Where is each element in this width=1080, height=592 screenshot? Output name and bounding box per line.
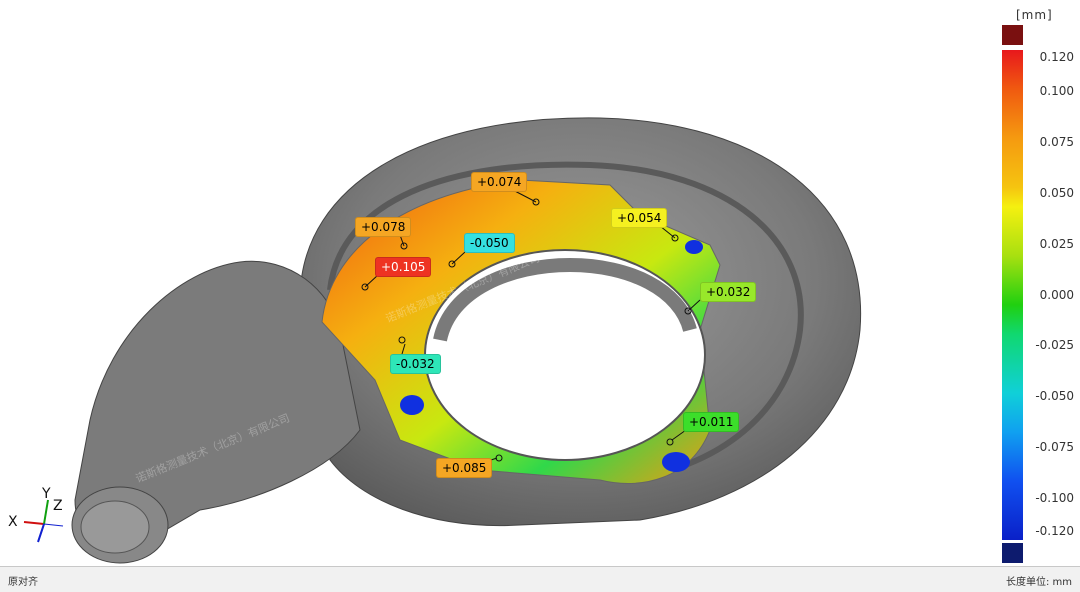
axis-x-label: X: [8, 514, 18, 530]
axis-z-label: Z: [53, 498, 63, 514]
legend-tick: 0.075: [1039, 135, 1074, 149]
legend-tick: 0.000: [1039, 288, 1074, 302]
deviation-label[interactable]: -0.050: [464, 233, 515, 253]
leader-lines: [361, 188, 701, 463]
legend-unit: [mm]: [1016, 8, 1053, 22]
status-bar: 原对齐 长度单位: mm: [0, 566, 1080, 592]
deviation-label[interactable]: +0.105: [375, 257, 432, 277]
legend-tick: -0.050: [1035, 389, 1074, 403]
legend-overflow-low: [1002, 543, 1023, 563]
part-model: [71, 117, 862, 564]
hole-blue-3: [685, 240, 703, 254]
legend-tick: 0.050: [1039, 186, 1074, 200]
deviation-label[interactable]: +0.085: [436, 458, 493, 478]
deviation-label[interactable]: +0.074: [471, 172, 528, 192]
axis-triad: X Y Z: [8, 486, 78, 546]
legend-tick: -0.075: [1035, 440, 1074, 454]
legend-tick: -0.025: [1035, 338, 1074, 352]
deviation-label[interactable]: +0.078: [355, 217, 412, 237]
hole-blue-2: [662, 452, 690, 472]
deviation-label[interactable]: +0.011: [683, 412, 740, 432]
legend-tick: 0.120: [1039, 50, 1074, 64]
deviation-label[interactable]: +0.032: [700, 282, 757, 302]
hole-blue-1: [400, 395, 424, 415]
legend-overflow-high: [1002, 25, 1023, 45]
legend-tick: 0.100: [1039, 84, 1074, 98]
3d-viewport[interactable]: 诺斯格测量技术（北京）有限公司 诺斯格测量技术（北京）有限公司 +0.074 +…: [0, 0, 995, 566]
deviation-label[interactable]: -0.032: [390, 354, 441, 374]
alignment-status: 原对齐: [8, 577, 38, 588]
legend-tick: -0.100: [1035, 491, 1074, 505]
arm-cylinder-face: [80, 500, 150, 554]
length-unit-status: 长度单位: mm: [1005, 577, 1072, 588]
axis-y-label: Y: [42, 486, 51, 502]
legend-tick: 0.025: [1039, 237, 1074, 251]
deviation-label[interactable]: +0.054: [611, 208, 668, 228]
housing-inner-wall: [327, 161, 804, 483]
legend-color-bar: [1002, 50, 1023, 540]
legend-tick: -0.120: [1035, 524, 1074, 538]
bore-inner-wall: [433, 257, 697, 342]
